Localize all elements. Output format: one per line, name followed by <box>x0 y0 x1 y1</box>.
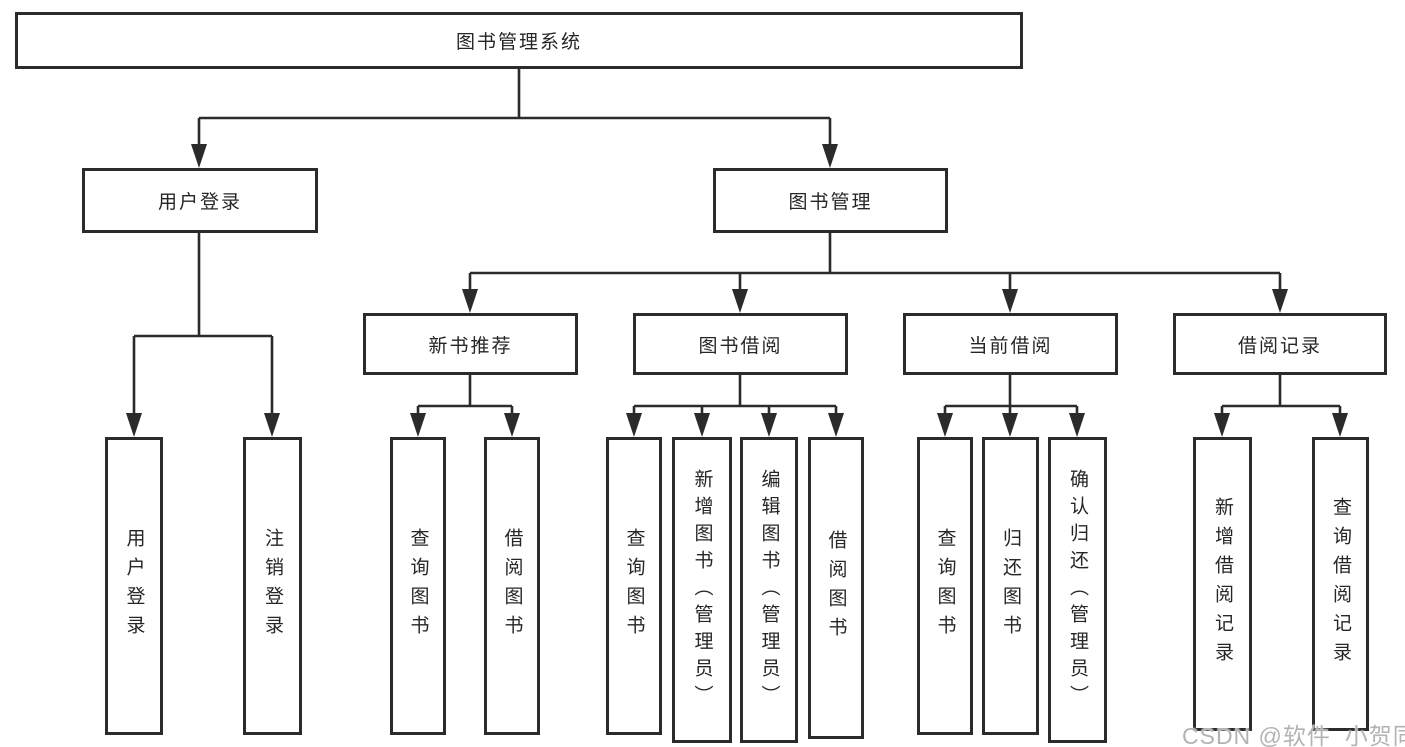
arrow-icon <box>1002 289 1018 313</box>
arrow-icon <box>1069 413 1085 437</box>
arrow-icon <box>732 289 748 313</box>
arrow-icon <box>761 413 777 437</box>
leaf-user-login: 用户登录 <box>105 437 163 735</box>
node-label: 借阅记录 <box>1237 335 1322 357</box>
leaf-add-borrow-record: 新增借阅记录 <box>1193 437 1252 731</box>
arrow-icon <box>1002 413 1018 437</box>
leaf-label: 注销登录 <box>262 528 283 644</box>
node-current-borrow: 当前借阅 <box>903 313 1118 375</box>
node-book-borrow: 图书借阅 <box>633 313 848 375</box>
node-borrow-records: 借阅记录 <box>1173 313 1387 375</box>
node-book-management: 图书管理 <box>713 168 948 233</box>
arrow-icon <box>1272 289 1288 313</box>
arrow-icon <box>504 413 520 437</box>
leaf-query-book-current: 查询图书 <box>917 437 973 735</box>
arrow-icon <box>694 413 710 437</box>
connector-records <box>1220 375 1342 416</box>
node-label: 图书管理 <box>788 192 873 213</box>
node-new-book-recommend: 新书推荐 <box>363 313 578 375</box>
arrow-icon <box>462 289 478 313</box>
node-label: 当前借阅 <box>968 335 1053 357</box>
leaf-borrow-book: 借阅图书 <box>808 437 864 739</box>
connector-borrow <box>632 375 838 416</box>
leaf-label: 查询图书 <box>623 528 645 644</box>
leaf-query-borrow-record: 查询借阅记录 <box>1312 437 1369 731</box>
leaf-label: 新增借阅记录 <box>1212 497 1233 671</box>
arrowheads <box>126 144 1348 437</box>
node-system-root: 图书管理系统 <box>15 12 1023 69</box>
connector-root <box>197 69 832 146</box>
leaf-borrow-book-recommend: 借阅图书 <box>484 437 540 735</box>
arrow-icon <box>828 413 844 437</box>
node-label: 图书借阅 <box>698 335 783 357</box>
arrow-icon <box>126 413 142 437</box>
connector-recommend <box>416 375 514 416</box>
leaf-return-book: 归还图书 <box>982 437 1039 735</box>
connector-book-mgmt <box>468 233 1282 291</box>
arrow-icon <box>626 413 642 437</box>
leaf-add-book-admin: 新增图书（管理员） <box>672 437 732 743</box>
connector-current <box>943 375 1079 416</box>
leaf-label: 查询借阅记录 <box>1330 497 1351 671</box>
leaf-label: 借阅图书 <box>501 528 523 644</box>
leaf-label: 借阅图书 <box>825 530 847 646</box>
leaf-logout: 注销登录 <box>243 437 302 735</box>
leaf-label: 新增图书（管理员） <box>691 468 713 712</box>
leaf-edit-book-admin: 编辑图书（管理员） <box>740 437 798 743</box>
leaf-label: 查询图书 <box>407 528 429 644</box>
node-label: 图书管理系统 <box>455 32 582 53</box>
connector-login <box>132 233 274 416</box>
arrow-icon <box>191 144 207 168</box>
leaf-query-book-borrow: 查询图书 <box>606 437 662 735</box>
node-label: 用户登录 <box>157 192 242 213</box>
node-user-login: 用户登录 <box>82 168 318 233</box>
arrow-icon <box>1332 413 1348 437</box>
csdn-watermark: CSDN @软件_小贺同学 <box>1182 723 1405 747</box>
arrow-icon <box>410 413 426 437</box>
leaf-label: 编辑图书（管理员） <box>758 468 780 712</box>
arrow-icon <box>822 144 838 168</box>
arrow-icon <box>264 413 280 437</box>
leaf-label: 确认归还（管理员） <box>1067 468 1088 712</box>
leaf-label: 查询图书 <box>934 528 956 644</box>
arrow-icon <box>1214 413 1230 437</box>
leaf-query-book-recommend: 查询图书 <box>390 437 446 735</box>
arrow-icon <box>937 413 953 437</box>
leaf-label: 归还图书 <box>1000 528 1021 644</box>
node-label: 新书推荐 <box>428 335 513 357</box>
leaf-confirm-return-admin: 确认归还（管理员） <box>1048 437 1107 743</box>
leaf-label: 用户登录 <box>123 528 145 644</box>
